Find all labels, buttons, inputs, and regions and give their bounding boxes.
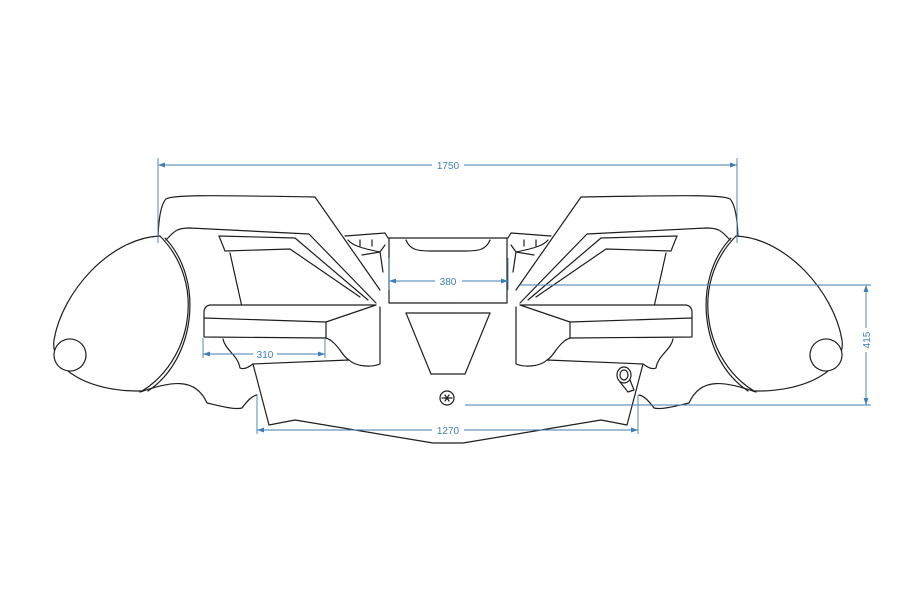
boat-half-left — [53, 195, 449, 444]
dim-hull-width: 1270 — [256, 395, 639, 437]
dim-bow-width: 380 — [388, 258, 509, 290]
tow-eye — [616, 366, 635, 393]
dim-label-310: 310 — [257, 350, 274, 361]
dim-label-380: 380 — [440, 277, 457, 288]
boat-half-right — [447, 195, 848, 444]
dim-seat-depth: 310 — [202, 338, 326, 361]
dim-overall-width: 1750 — [157, 158, 738, 243]
dim-height: 415 — [465, 284, 873, 406]
dim-label-1750: 1750 — [437, 161, 460, 172]
dim-label-415: 415 — [862, 331, 873, 348]
dim-label-1270: 1270 — [437, 426, 460, 437]
logo-mark — [441, 394, 453, 402]
